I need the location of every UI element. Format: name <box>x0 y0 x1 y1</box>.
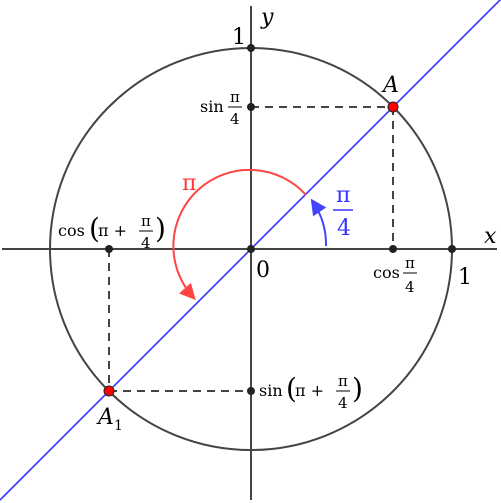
cos-open-paren: ( <box>89 212 100 245</box>
sin-pi4-den: 4 <box>230 110 240 128</box>
pi4-arc <box>310 198 328 247</box>
sin-frac-num: π <box>338 372 348 390</box>
point-cos-pi4 <box>389 245 397 253</box>
cos-frac-num: π <box>141 212 151 230</box>
x-axis-label: x <box>484 224 497 249</box>
cos-word-2: cos <box>58 221 85 240</box>
point-a1-label: A <box>96 405 114 430</box>
sin-pi-plus-pi4-label: sin ( π + π 4 ) <box>259 372 363 412</box>
sin-pi4-num: π <box>230 88 240 106</box>
cos-close-paren: ) <box>155 212 166 245</box>
cos-pi4-den: 4 <box>405 278 415 296</box>
point-a <box>387 101 399 113</box>
cos-pi-plus-pi4-label: cos ( π + π 4 ) <box>58 212 166 252</box>
sin-pi-plus: π + <box>295 381 324 400</box>
point-y-one <box>247 44 255 52</box>
cos-pi-plus: π + <box>98 221 127 240</box>
pi4-denominator: 4 <box>337 216 351 241</box>
cos-word: cos <box>373 263 400 282</box>
pi4-numerator: π <box>336 183 350 208</box>
one-y-label: 1 <box>232 25 246 50</box>
cos-frac-den: 4 <box>141 234 151 252</box>
sin-open-paren: ( <box>286 372 297 405</box>
point-sin-pi4 <box>247 103 255 111</box>
cos-pi4-label: cos π 4 <box>373 254 417 296</box>
origin-label: 0 <box>256 258 270 283</box>
origin-point <box>247 245 255 253</box>
pi-arc-label: π <box>182 171 196 196</box>
sin-word: sin <box>200 97 224 116</box>
point-sin-pi-plus-pi4 <box>247 387 255 395</box>
sin-frac-den: 4 <box>338 394 348 412</box>
y-axis-label: y <box>260 5 274 30</box>
sin-close-paren: ) <box>352 372 363 405</box>
pi-arc <box>172 168 307 300</box>
cos-pi4-num: π <box>405 254 415 272</box>
sin-pi4-label: sin π 4 <box>200 88 242 128</box>
sin-word-2: sin <box>259 381 283 400</box>
point-a1 <box>103 385 115 397</box>
pi4-arc-label: π 4 <box>333 183 353 241</box>
point-a-label: A <box>381 73 399 98</box>
one-x-label: 1 <box>458 265 472 290</box>
point-x-one <box>448 245 456 253</box>
point-cos-pi-plus-pi4 <box>105 245 113 253</box>
point-a1-subscript: 1 <box>114 418 123 434</box>
